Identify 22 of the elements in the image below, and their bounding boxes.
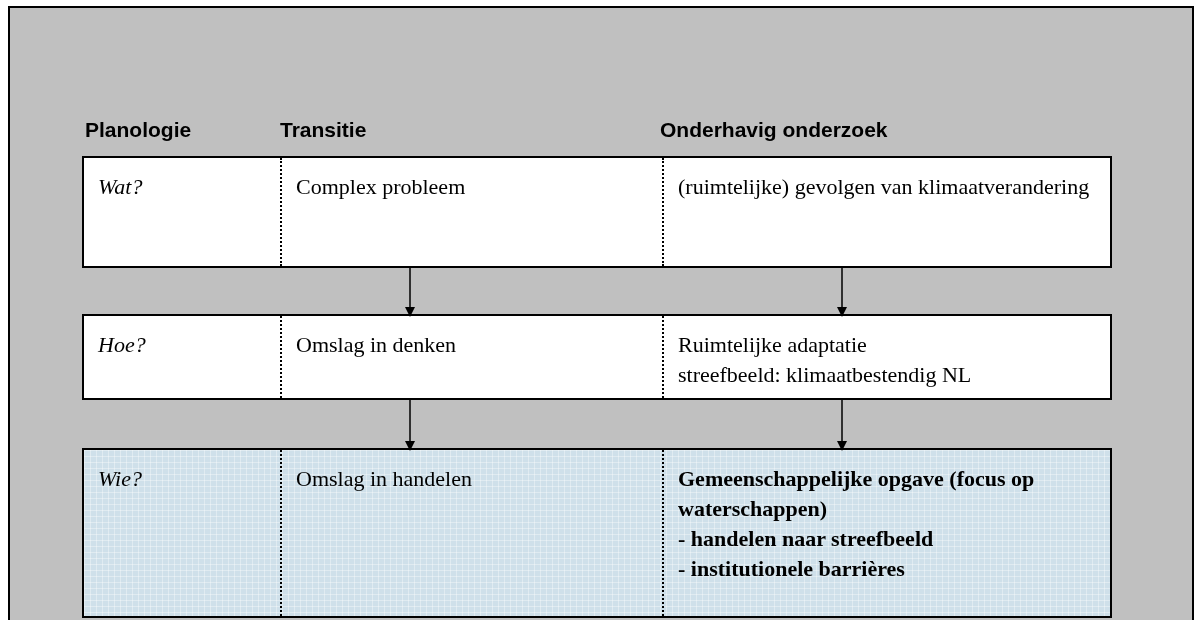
cell-text: Gemeenschappelijke opgave (focus op waterschappen) [678, 465, 1036, 523]
cell-text: - institutionele barrières [678, 555, 906, 583]
cell-text: Ruimtelijke adaptatie [678, 331, 868, 359]
arrow [405, 397, 415, 451]
arrow [405, 265, 415, 317]
cell-text: Complex probleem [296, 173, 467, 201]
cell-text: (ruimtelijke) gevolgen van klimaatverandering [678, 173, 1091, 201]
cell-text: Wie? [98, 465, 143, 493]
column-heading: Planologie [85, 118, 192, 142]
table-row-band [82, 448, 1112, 618]
cell-text: Hoe? [98, 331, 147, 359]
column-heading: Onderhavig onderzoek [660, 118, 888, 142]
cell-text: - handelen naar streefbeeld [678, 525, 935, 553]
cell-text: streefbeeld: klimaatbestendig NL [678, 361, 973, 389]
column-heading: Transitie [280, 118, 367, 142]
table-row-band [82, 156, 1112, 268]
table-row-band [82, 314, 1112, 400]
cell-text: Omslag in handelen [296, 465, 473, 493]
cell-text: Omslag in denken [296, 331, 458, 359]
cell-text: Wat? [98, 173, 144, 201]
arrow [837, 397, 847, 451]
arrow [837, 265, 847, 317]
